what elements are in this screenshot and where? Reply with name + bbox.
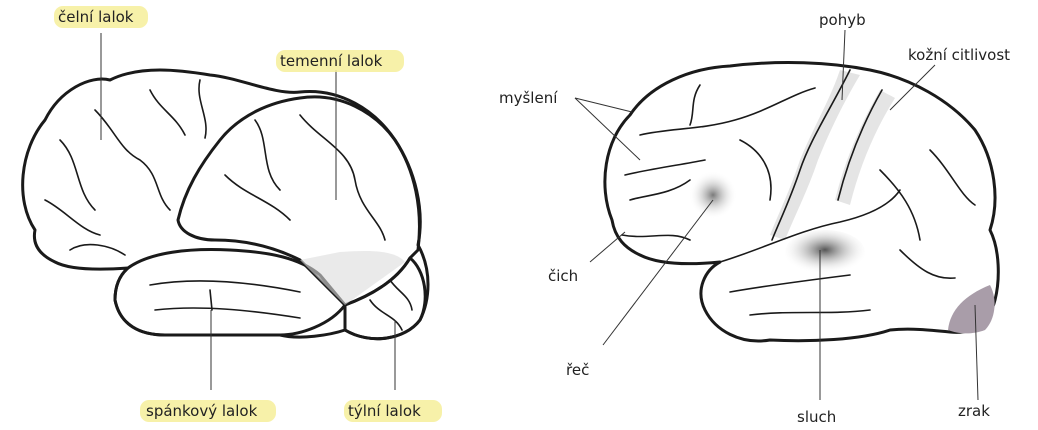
speech-area [689,171,737,219]
hearing-label: sluch [797,408,836,426]
skin-sense-label: kožní citlivost [908,46,1010,64]
skin-sense-leader [890,65,935,110]
brain-outline [605,63,998,341]
thinking-label: myšlení [499,89,558,107]
frontal-label: čelní lalok [58,8,134,26]
occipital-label: týlní lalok [348,402,421,420]
speech-label: řeč [566,361,589,379]
speech-leader [603,200,713,345]
lobes-diagram: čelní lalok temenní lalok spánkový lalok… [23,6,442,422]
vision-label: zrak [958,402,990,420]
functions-diagram: myšlení pohyb kožní citlivost čich řeč s… [499,11,1010,426]
smell-label: čich [548,267,578,285]
hearing-area [785,230,865,274]
parietal-label: temenní lalok [280,52,383,70]
smell-leader [590,232,625,262]
thinking-leader-2 [575,98,640,160]
movement-label: pohyb [819,11,866,29]
temporal-label: spánkový lalok [146,402,258,420]
thinking-leader-1 [575,98,632,112]
frontal-lobe [23,70,428,339]
